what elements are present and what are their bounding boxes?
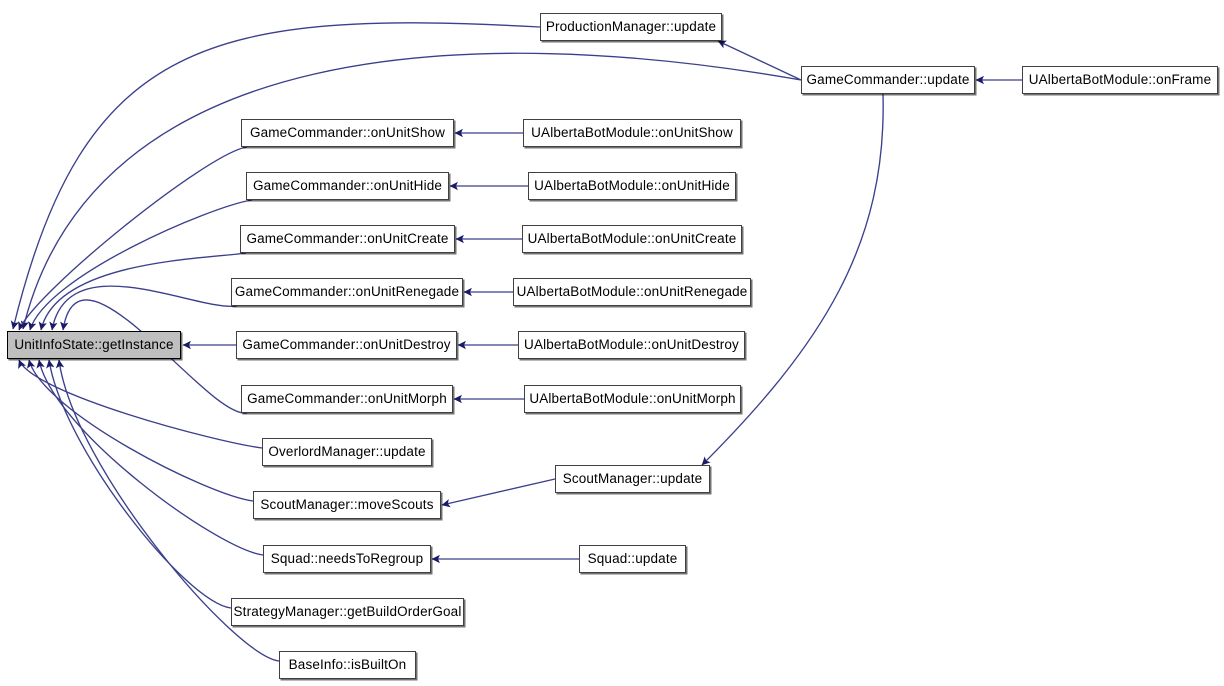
graph-node-gamecommander_onunitcreate[interactable]: GameCommander::onUnitCreate: [240, 225, 455, 253]
graph-node-label: GameCommander::onUnitHide: [252, 178, 443, 194]
graph-node-label: BaseInfo::isBuiltOn: [288, 657, 407, 673]
graph-node-label: Squad::update: [587, 551, 678, 567]
edge-gamecommander_onunitshow-to-root: [18, 146, 248, 331]
graph-node-gamecommander_onunitmorph[interactable]: GameCommander::onUnitMorph: [241, 385, 453, 413]
graph-node-scoutmanager_movescouts[interactable]: ScoutManager::moveScouts: [253, 491, 441, 519]
graph-node-baseinfo_isbuilton[interactable]: BaseInfo::isBuiltOn: [279, 651, 416, 679]
graph-node-label: GameCommander::onUnitDestroy: [242, 337, 451, 353]
graph-node-root[interactable]: UnitInfoState::getInstance: [7, 331, 181, 359]
graph-node-label: GameCommander::onUnitCreate: [246, 231, 449, 247]
graph-node-label: OverlordManager::update: [268, 444, 426, 460]
graph-node-productionmanager_update[interactable]: ProductionManager::update: [540, 13, 722, 41]
graph-node-ualbertabotmodule_onunithide[interactable]: UAlbertaBotModule::onUnitHide: [528, 172, 736, 200]
graph-node-overlordmanager_update[interactable]: OverlordManager::update: [262, 438, 432, 466]
edge-strategymanager_getbuildordergoal-to-root: [46, 359, 232, 609]
graph-node-label: GameCommander::onUnitShow: [249, 125, 446, 141]
graph-node-ualbertabotmodule_onframe[interactable]: UAlbertaBotModule::onFrame: [1022, 66, 1218, 94]
graph-node-label: UAlbertaBotModule::onUnitDestroy: [524, 337, 739, 353]
edge-overlordmanager_update-to-root: [18, 359, 263, 449]
graph-node-squad_update[interactable]: Squad::update: [579, 545, 686, 573]
graph-node-label: UAlbertaBotModule::onUnitRenegade: [516, 284, 748, 300]
edge-squad_needstoregroup-to-root: [36, 359, 264, 556]
graph-node-ualbertabotmodule_onunitdestroy[interactable]: UAlbertaBotModule::onUnitDestroy: [518, 331, 745, 359]
graph-node-scoutmanager_update[interactable]: ScoutManager::update: [555, 465, 710, 493]
edge-scoutmanager_update-to-scoutmanager_movescouts: [441, 478, 556, 508]
graph-node-ualbertabotmodule_onunitmorph[interactable]: UAlbertaBotModule::onUnitMorph: [524, 385, 741, 413]
graph-node-label: UAlbertaBotModule::onUnitCreate: [527, 231, 737, 247]
graph-node-label: UAlbertaBotModule::onUnitMorph: [529, 391, 736, 407]
graph-node-label: ScoutManager::moveScouts: [260, 497, 434, 513]
edge-scoutmanager_movescouts-to-root: [27, 359, 254, 502]
graph-node-label: GameCommander::onUnitRenegade: [234, 284, 460, 300]
graph-node-strategymanager_getbuildordergoal[interactable]: StrategyManager::getBuildOrderGoal: [231, 598, 464, 626]
graph-node-ualbertabotmodule_onunitrenegade[interactable]: UAlbertaBotModule::onUnitRenegade: [513, 278, 751, 306]
graph-node-label: UAlbertaBotModule::onUnitShow: [531, 125, 733, 141]
graph-node-label: Squad::needsToRegroup: [270, 551, 424, 567]
graph-node-gamecommander_onunitrenegade[interactable]: GameCommander::onUnitRenegade: [231, 278, 463, 306]
edge-gamecommander_onunithide-to-root: [28, 199, 253, 331]
edge-gamecommander_update-to-productionmanager_update: [717, 40, 802, 81]
graph-node-label: ProductionManager::update: [545, 19, 717, 35]
graph-node-label: UAlbertaBotModule::onUnitHide: [534, 178, 730, 194]
graph-node-label: UnitInfoState::getInstance: [14, 337, 174, 353]
graph-node-gamecommander_onunithide[interactable]: GameCommander::onUnitHide: [246, 172, 449, 200]
edge-gamecommander_onunitrenegade-to-root: [49, 285, 238, 331]
graph-node-ualbertabotmodule_onunitcreate[interactable]: UAlbertaBotModule::onUnitCreate: [522, 225, 742, 253]
graph-node-gamecommander_onunitshow[interactable]: GameCommander::onUnitShow: [241, 119, 454, 147]
graph-node-label: ScoutManager::update: [562, 471, 703, 487]
graph-node-label: StrategyManager::getBuildOrderGoal: [233, 604, 462, 620]
graph-node-gamecommander_update[interactable]: GameCommander::update: [801, 66, 975, 94]
graph-node-label: UAlbertaBotModule::onFrame: [1028, 72, 1212, 88]
graph-node-label: GameCommander::onUnitMorph: [247, 391, 447, 407]
edge-gamecommander_onunitcreate-to-root: [38, 252, 247, 331]
graph-node-squad_needstoregroup[interactable]: Squad::needsToRegroup: [263, 545, 431, 573]
graph-node-ualbertabotmodule_onunitshow[interactable]: UAlbertaBotModule::onUnitShow: [523, 119, 741, 147]
graph-node-gamecommander_onunitdestroy[interactable]: GameCommander::onUnitDestroy: [236, 331, 457, 359]
graph-node-label: GameCommander::update: [806, 72, 970, 88]
